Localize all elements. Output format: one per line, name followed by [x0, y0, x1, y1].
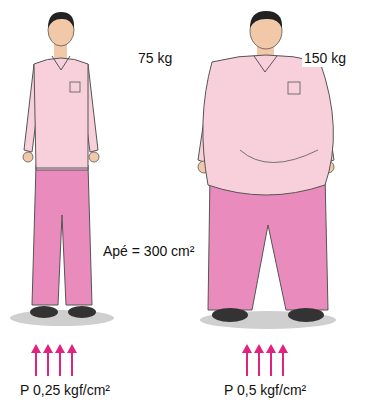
arrow-shaft — [258, 352, 260, 376]
arrow-shaft — [59, 352, 61, 376]
mass-label: 150 kg — [302, 50, 348, 67]
shirt — [34, 58, 88, 170]
hand — [89, 152, 99, 162]
pressure-label: P 0,25 kgf/cm² — [18, 382, 112, 399]
arrow-head — [67, 344, 77, 353]
arrow-shaft — [246, 352, 248, 376]
shoe — [68, 306, 96, 318]
arrow-head — [254, 344, 264, 353]
arrow-head — [278, 344, 288, 353]
arrow-head — [266, 344, 276, 353]
belt — [36, 168, 88, 169]
shadow — [10, 310, 114, 326]
pants — [32, 165, 92, 305]
shoe — [212, 308, 248, 322]
mass-label: 75 kg — [136, 50, 174, 67]
arrow-head — [43, 344, 53, 353]
arrow-shaft — [282, 352, 284, 376]
belly-fold — [240, 150, 318, 163]
arrow-shaft — [35, 352, 37, 376]
arrow-head — [55, 344, 65, 353]
pocket — [288, 82, 300, 94]
pocket — [70, 82, 80, 92]
arrow-shaft — [270, 352, 272, 376]
arrow-shaft — [71, 352, 73, 376]
pressure-label: P 0,5 kgf/cm² — [222, 382, 308, 399]
hand — [23, 152, 33, 162]
area-label: Apé = 300 cm² — [101, 243, 196, 260]
hair — [48, 12, 74, 28]
shoe — [288, 308, 324, 322]
arrow-head — [242, 344, 252, 353]
hair — [250, 11, 282, 28]
thin-man — [10, 12, 114, 326]
collar — [52, 56, 70, 70]
shirt — [203, 55, 334, 195]
arrow-head — [31, 344, 41, 353]
arrow-shaft — [47, 352, 49, 376]
shoe — [30, 306, 58, 318]
pressure-arrows — [31, 344, 288, 376]
collar — [254, 56, 277, 72]
